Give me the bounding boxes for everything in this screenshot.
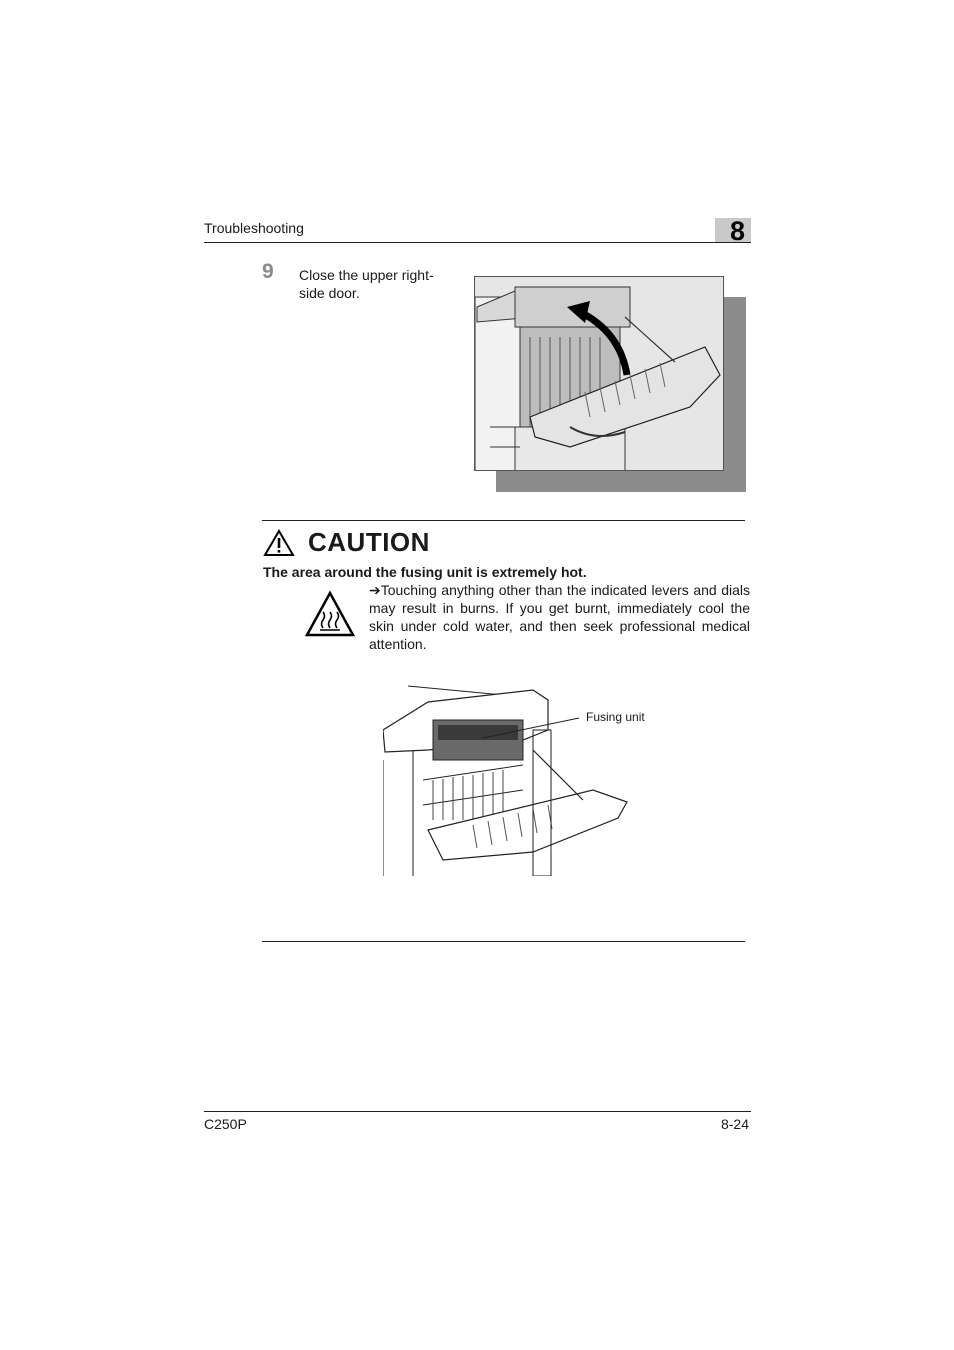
footer-divider [204, 1111, 751, 1112]
page-number: 8-24 [720, 1116, 749, 1132]
step-number: 9 [262, 260, 274, 283]
caution-title: CAUTION [308, 527, 430, 557]
caution-top-divider [262, 520, 745, 521]
caution-heading: The area around the fusing unit is extre… [263, 564, 587, 580]
footer-model: C250P [204, 1116, 247, 1132]
warning-triangle-icon [263, 529, 295, 562]
hot-surface-icon [304, 590, 356, 643]
header-divider [204, 242, 751, 243]
step-instruction: Close the upper right-side door. [299, 267, 434, 301]
section-title: Troubleshooting [204, 220, 304, 236]
fusing-unit-illustration [382, 680, 633, 881]
chapter-tab [715, 218, 751, 242]
printer-door-photo [474, 276, 724, 471]
chapter-number: 8 [730, 216, 746, 246]
caution-body-text: ➔Touching anything other than the indica… [369, 582, 750, 652]
caution-bottom-divider [262, 941, 745, 942]
fusing-unit-label: Fusing unit [586, 710, 645, 724]
